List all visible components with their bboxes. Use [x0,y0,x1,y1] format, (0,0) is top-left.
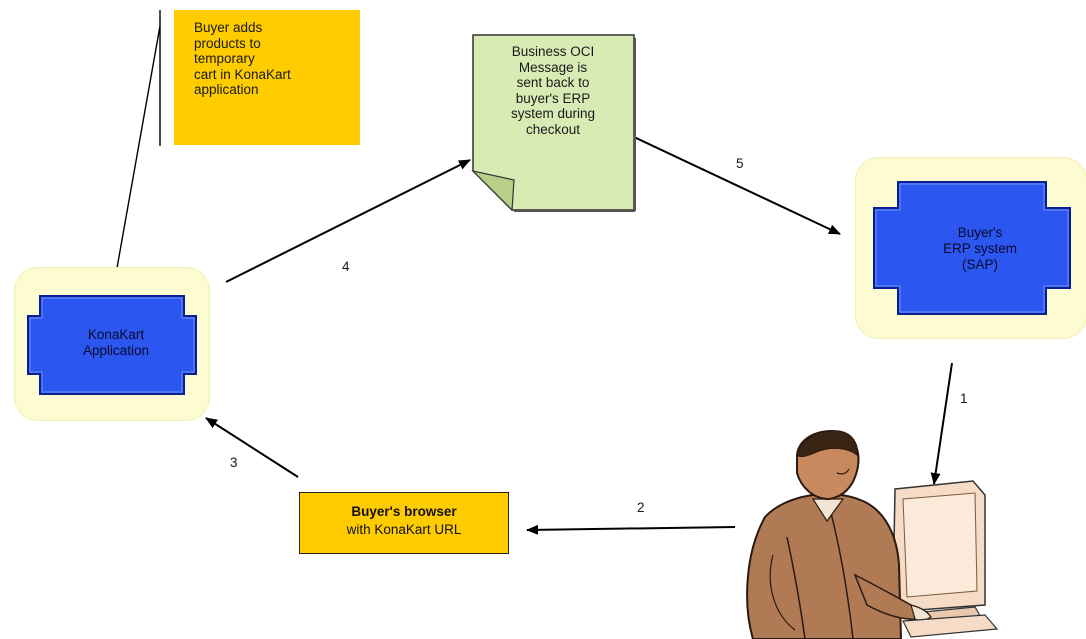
browser-subtitle: with KonaKart URL [346,522,462,537]
step-label-4: 4 [342,259,350,274]
browser-title: Buyer's browser [351,504,457,519]
document-shape [471,34,636,212]
arrow-2 [526,524,736,535]
arrow-1 [930,362,953,485]
user-at-computer-illustration [746,430,999,639]
note-callout-line [116,25,161,269]
document-text: Business OCI Message is sent back to buy… [510,44,596,137]
arrow-3 [205,417,299,478]
konakart-label: KonaKart Application [82,327,150,358]
step-label-3: 3 [230,455,238,470]
arrow-4 [225,159,471,283]
browser-box: Buyer's browser with KonaKart URL [299,492,509,554]
konakart-component-shape [27,295,197,395]
note-box: Buyer adds products to temporary cart in… [174,10,360,145]
step-label-5: 5 [736,156,744,171]
arrow-5 [633,136,841,235]
step-label-1: 1 [960,391,968,406]
erp-label: Buyer's ERP system (SAP) [942,225,1018,272]
step-label-2: 2 [637,500,645,515]
erp-component-shape [873,181,1071,315]
